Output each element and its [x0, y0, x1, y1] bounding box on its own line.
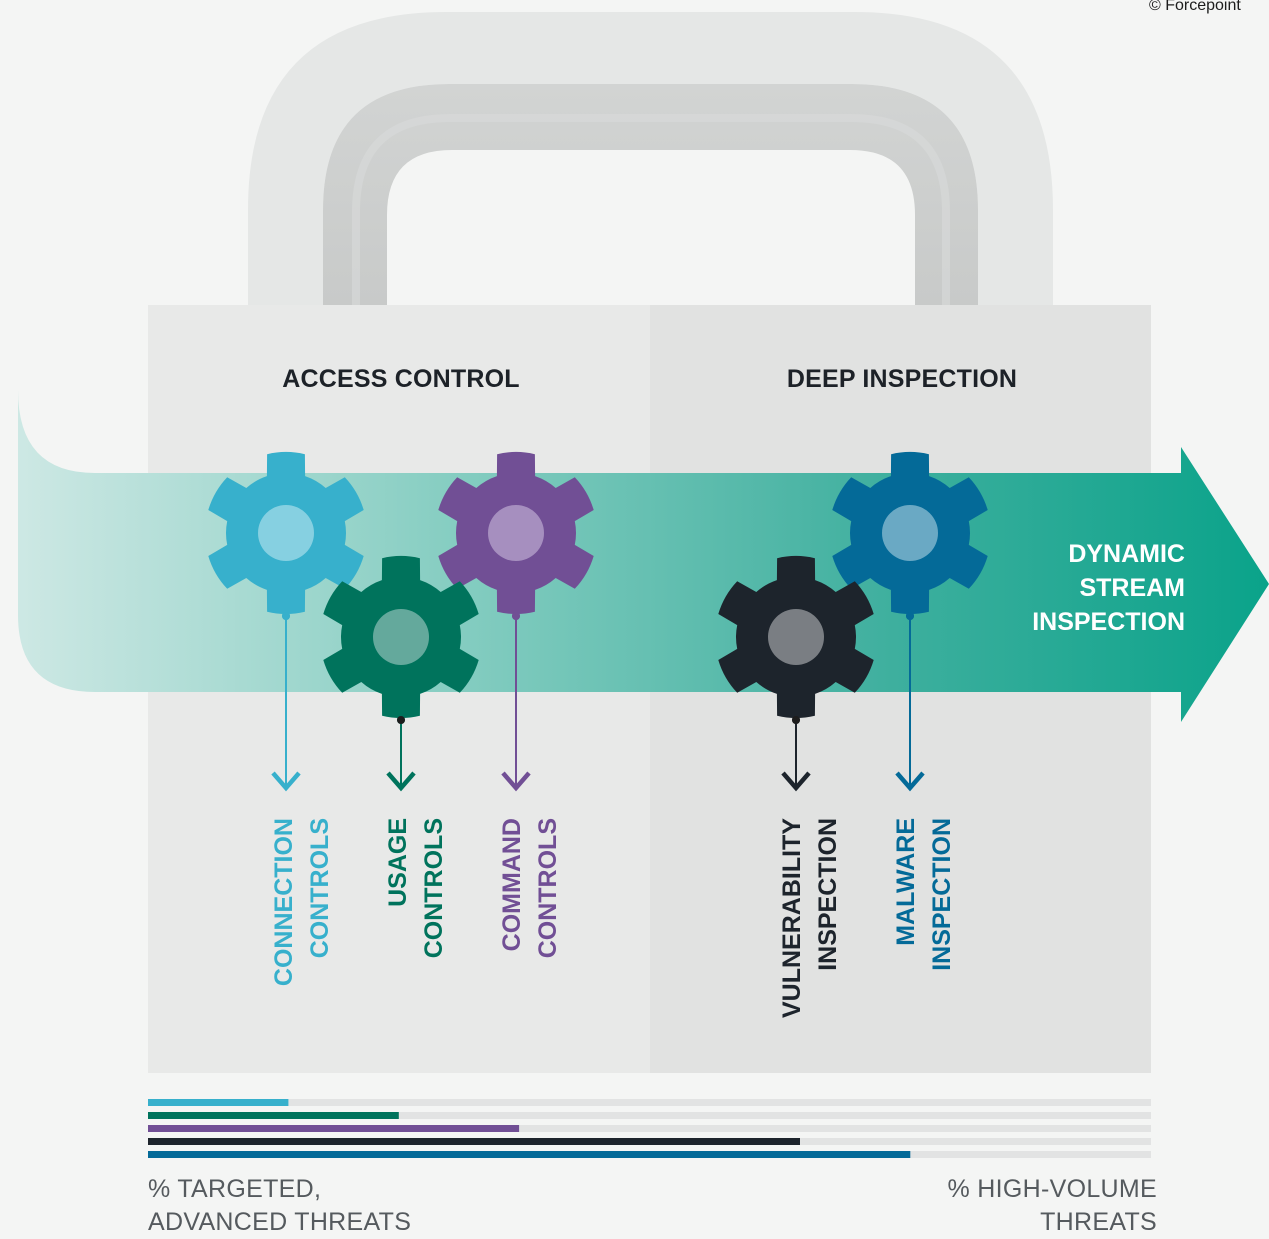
axis-label-targeted: % TARGETED, ADVANCED THREATS	[148, 1175, 412, 1236]
label-connection-controls: CONNECTION CONTROLS	[270, 818, 334, 987]
chevron-down-icon	[271, 771, 301, 792]
section-title-access-control: ACCESS CONTROL	[282, 365, 520, 393]
gear-icon	[718, 555, 874, 719]
stream-arrow	[18, 390, 1269, 722]
section-title-deep-inspection: DEEP INSPECTION	[786, 365, 1018, 393]
bar-fill	[148, 1125, 520, 1132]
gears	[208, 451, 988, 724]
chevron-down-icon	[386, 771, 416, 792]
bar-track	[148, 1112, 1151, 1119]
padlock-shackle	[248, 12, 1053, 305]
bar-track	[148, 1099, 1151, 1106]
bar-fill	[148, 1112, 399, 1119]
copyright: © Forcepoint	[1149, 0, 1241, 14]
label-command-controls: COMMAND CONTROLS	[498, 818, 562, 959]
chevron-down-icon	[501, 771, 531, 792]
label-usage-controls: USAGE CONTROLS	[384, 818, 448, 959]
label-vulnerability-inspection: VULNERABILITY INSPECTION	[778, 818, 842, 1018]
gear-icon	[438, 451, 594, 615]
stream-label-line: STREAM	[1079, 574, 1185, 602]
bar-track	[148, 1125, 1151, 1132]
connector-dot	[906, 612, 914, 620]
stream-label: DYNAMIC STREAM INSPECTION	[985, 537, 1185, 639]
connector-dot	[397, 716, 405, 724]
gear-icon	[832, 451, 988, 615]
bar-fill	[148, 1138, 800, 1145]
connector-dot	[512, 612, 520, 620]
axis-label-high-volume: % HIGH-VOLUME THREATS	[947, 1175, 1157, 1236]
label-malware-inspection: MALWARE INSPECTION	[892, 818, 956, 971]
stream-label-line: DYNAMIC	[1068, 540, 1185, 568]
stream-label-line: INSPECTION	[1032, 608, 1185, 636]
bar-fill	[148, 1099, 289, 1106]
chevron-down-icon	[781, 771, 811, 792]
threat-bars	[148, 1099, 1151, 1158]
bar-fill	[148, 1151, 911, 1158]
gear-icon	[323, 555, 479, 719]
chevron-down-icon	[895, 771, 925, 792]
connector-dot	[282, 612, 290, 620]
gear-icon	[208, 451, 364, 615]
connector-dot	[792, 716, 800, 724]
